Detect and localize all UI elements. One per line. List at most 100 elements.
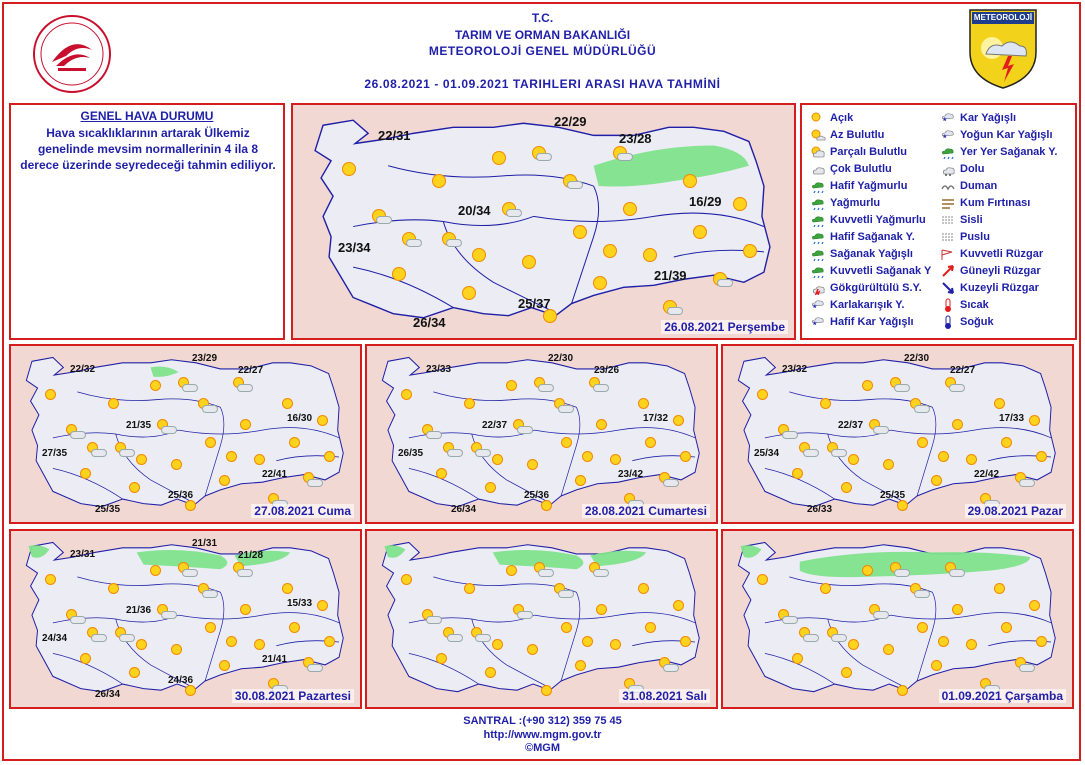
legend-item: Parçalı Bulutlu — [810, 145, 907, 162]
scattered-shower-icon — [940, 145, 956, 160]
cloud-icon — [783, 617, 797, 623]
region-border — [571, 185, 600, 304]
turkey-outline — [737, 356, 1056, 508]
cloud-icon — [203, 591, 217, 597]
sun-icon — [644, 249, 656, 261]
legend-item: Çok Bulutlu — [810, 162, 892, 179]
sun-icon — [884, 645, 893, 654]
legend-item: Gökgürültülü S.Y. — [810, 281, 922, 298]
sun-icon — [574, 226, 586, 238]
sun-icon — [158, 420, 167, 429]
sun-cloud-icon — [810, 128, 826, 142]
legend-label: Sağanak Yağışlı — [830, 247, 913, 260]
legend-item: Kuvvetli Yağmurlu — [810, 213, 926, 230]
footer-copyright: ©MGM — [525, 742, 560, 754]
turkey-outline — [381, 356, 700, 508]
sun-icon — [151, 381, 160, 390]
sun-icon — [186, 686, 195, 695]
legend-item: *Hafif Kar Yağışlı — [810, 315, 914, 332]
sun-icon — [981, 679, 990, 688]
sun-icon — [172, 645, 181, 654]
light-rain-icon — [810, 179, 826, 194]
sun-icon — [821, 584, 830, 593]
sun-icon — [597, 605, 606, 614]
legend-item: Puslu — [940, 230, 990, 247]
rain-area — [28, 545, 291, 570]
sun-icon — [946, 378, 955, 387]
svg-text:*: * — [943, 133, 947, 142]
temperature-label: 21/41 — [262, 654, 288, 665]
temperature-label: 25/35 — [95, 504, 121, 515]
sun-icon — [810, 111, 826, 125]
sun-icon — [325, 637, 334, 646]
sun-icon — [639, 584, 648, 593]
svg-text:*: * — [943, 116, 947, 125]
region-border — [764, 653, 835, 685]
sun-icon — [402, 390, 411, 399]
sun-icon — [625, 679, 634, 688]
sun-icon — [624, 203, 636, 215]
sun-icon — [158, 605, 167, 614]
sun-icon — [828, 628, 837, 637]
footer-url[interactable]: http://www.mgm.gov.tr — [483, 729, 602, 741]
sun-icon — [932, 661, 941, 670]
temperature-label: 23/31 — [70, 549, 96, 560]
sun-icon — [583, 637, 592, 646]
turkey-outline — [737, 541, 1056, 693]
sun-icon — [318, 416, 327, 425]
sun-icon — [779, 425, 788, 434]
cloud-icon — [594, 385, 608, 391]
sun-icon — [535, 563, 544, 572]
legend-item: Kum Fırtınası — [940, 196, 1030, 213]
sun-icon — [290, 623, 299, 632]
sun-icon — [304, 658, 313, 667]
legend-label: Kuvvetli Yağmurlu — [830, 213, 926, 226]
sun-icon — [939, 452, 948, 461]
sun-icon — [870, 420, 879, 429]
sun-icon — [514, 420, 523, 429]
map-date-label: 30.08.2021 Pazartesi — [231, 689, 354, 703]
temperature-label: 26/34 — [451, 504, 477, 515]
heavy-shower-icon — [810, 264, 826, 279]
legend-label: Az Bulutlu — [830, 128, 885, 141]
sun-icon — [46, 575, 55, 584]
sun-icon — [269, 494, 278, 503]
sun-icon — [234, 378, 243, 387]
turkey-map — [723, 346, 1072, 522]
cloud-icon — [476, 635, 490, 641]
cloud-icon — [804, 450, 818, 456]
sun-icon — [528, 645, 537, 654]
region-border — [764, 468, 835, 500]
sun-icon — [241, 420, 250, 429]
sun-icon — [220, 661, 229, 670]
sun-icon — [734, 198, 746, 210]
cloud-icon — [183, 385, 197, 391]
cloud-icon — [537, 154, 551, 160]
sun-icon — [660, 658, 669, 667]
sun-icon — [590, 563, 599, 572]
temperature-label: 22/37 — [482, 420, 508, 431]
sun-icon — [828, 443, 837, 452]
sun-icon — [507, 381, 516, 390]
sun-icon — [694, 226, 706, 238]
sun-icon — [870, 605, 879, 614]
region-border — [534, 427, 696, 439]
sun-icon — [1037, 452, 1046, 461]
sun-icon — [1037, 637, 1046, 646]
sun-icon — [227, 452, 236, 461]
cloud-icon — [203, 406, 217, 412]
sun-icon — [318, 601, 327, 610]
region-border — [890, 612, 1052, 624]
header-ministry: TARIM VE ORMAN BAKANLIĞI — [454, 28, 631, 42]
legend-item: *Kar Yağışlı — [940, 111, 1016, 128]
sun-icon — [199, 584, 208, 593]
cloud-icon — [618, 154, 632, 160]
cloud-icon — [427, 617, 441, 623]
sun-icon — [116, 443, 125, 452]
rain-area — [384, 545, 647, 570]
cloud-icon — [120, 635, 134, 641]
sun-icon — [597, 420, 606, 429]
sun-icon — [674, 416, 683, 425]
